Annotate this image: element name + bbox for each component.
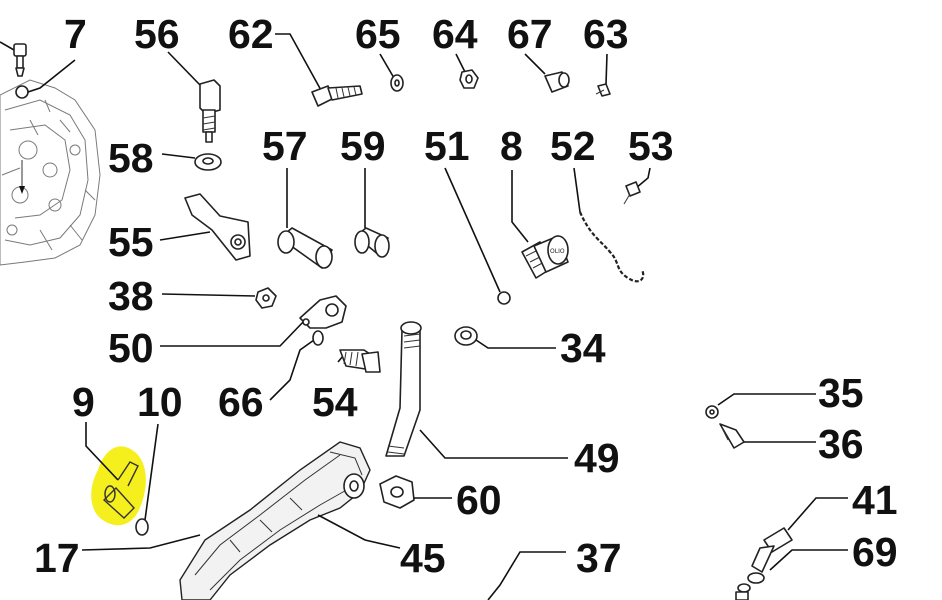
callout-55: 55 [108,219,154,265]
part-8-oil-cap: OLIO [511,170,569,279]
callout-69: 69 [852,529,898,575]
callout-66: 66 [218,379,264,425]
callout-17: 17 [34,535,80,581]
callout-38: 38 [108,273,154,319]
part-54-bolt [337,349,381,373]
part-41-rod [751,497,848,573]
part-35-washer [705,393,816,419]
callout-51: 51 [424,123,470,169]
callout-58: 58 [108,135,154,181]
part-56-spacer [167,51,221,143]
callout-52: 52 [550,123,596,169]
part-65-washer [379,53,404,92]
part-50-clamp [160,295,347,347]
callout-10: 10 [137,379,183,425]
part-63-screw [595,53,611,97]
part-38-nut [161,287,277,309]
callout-54: 54 [312,379,358,425]
callout-50: 50 [108,325,154,371]
part-34-washer [454,326,556,349]
part-7-bolt [0,41,29,99]
callout-62: 62 [228,11,274,57]
callout-34: 34 [560,325,606,371]
callout-37: 37 [576,535,622,581]
callout-67: 67 [507,11,553,57]
callout-8: 8 [500,123,523,169]
part-60-nut [379,475,452,509]
part-52-chain [573,167,645,283]
part-58-washer [161,153,222,171]
part-51-plug [444,167,511,305]
engine-block-illustration [0,79,101,266]
part-66-washer [269,330,324,401]
part-45-head-cover [179,441,401,600]
part-69-fitting [735,549,848,600]
callout-60: 60 [456,477,502,523]
part-67-sleeve [524,53,570,93]
part-10-washer [135,423,159,536]
part-49-pipe [385,321,568,459]
callout-59: 59 [340,123,386,169]
part-55-bracket [159,193,251,261]
part-9-highlighted-pin [85,422,146,526]
part-37-leader [487,551,566,600]
part-64-nut [455,53,479,89]
part-36-screw [719,423,816,449]
callout-41: 41 [852,477,898,523]
part-53-screw [623,167,651,205]
part-57-bushing [277,168,333,269]
part-62-cap-screw [275,33,363,107]
callout-45: 45 [400,535,446,581]
callout-53: 53 [628,123,674,169]
callout-64: 64 [432,11,478,57]
oil-cap-marking: OLIO [550,248,565,255]
part-17-leader [81,534,201,551]
callout-49: 49 [574,435,620,481]
callout-7: 7 [64,11,87,57]
callout-36: 36 [818,421,864,467]
callout-57: 57 [262,123,308,169]
part-59-bushing [354,168,390,258]
callout-9: 9 [72,379,95,425]
callout-35: 35 [818,370,864,416]
callout-56: 56 [134,11,180,57]
callout-63: 63 [583,11,629,57]
callout-65: 65 [355,11,401,57]
